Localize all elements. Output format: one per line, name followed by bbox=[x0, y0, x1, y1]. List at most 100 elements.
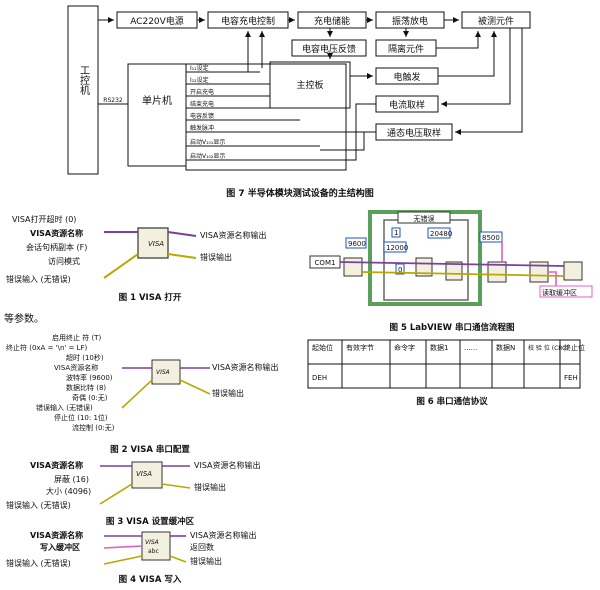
fig1-wire bbox=[167, 253, 197, 259]
table-header: 数据N bbox=[496, 343, 515, 352]
fig1-wire bbox=[167, 231, 197, 237]
fig7-caption: 图 7 半导体模块测试设备的主结构图 bbox=[226, 187, 374, 199]
signal-labels: I₁₁设定 I₁₂设定 开启充电 结束充电 电容反馈 触发脉冲 启动V₁₀₁显示… bbox=[190, 64, 225, 160]
ac-label: AC220V电源 bbox=[130, 15, 184, 27]
charge-store-label: 充电储能 bbox=[314, 15, 350, 27]
signal-label: 触发脉冲 bbox=[190, 124, 214, 132]
fig4-visa-node bbox=[141, 531, 171, 561]
mainboard-label: 主控板 bbox=[296, 79, 323, 91]
dut-label: 被测元件 bbox=[478, 15, 514, 27]
com-label: COM1 bbox=[315, 259, 336, 267]
table-header: 数据1 bbox=[430, 343, 448, 352]
figure-4-visa-write: VISA资源名称 写入缓冲区 错误输入 (无错误) VISA abc VISA资… bbox=[6, 530, 257, 585]
fig2-visa-node bbox=[151, 359, 181, 385]
figure-7-block-diagram bbox=[67, 5, 531, 175]
table-header: ...... bbox=[464, 344, 477, 352]
signal-label: I₁₂设定 bbox=[190, 76, 209, 84]
fig2-input: 启用终止 符 (T) bbox=[52, 333, 101, 342]
const-box bbox=[395, 263, 405, 275]
mainboard-box bbox=[269, 61, 351, 109]
signal-label: 启动V₁₀₁显示 bbox=[190, 138, 225, 146]
pc-box bbox=[67, 5, 99, 175]
dut-state-link bbox=[455, 28, 523, 135]
const-text: 9600 bbox=[348, 240, 366, 248]
signal-label: 电容反馈 bbox=[190, 112, 214, 120]
state-main-link bbox=[320, 131, 376, 151]
fig2-input: 停止位 (10: 1位) bbox=[54, 413, 108, 422]
fig2-input: 数据比特 (8) bbox=[66, 383, 106, 392]
fig4-caption: 图 4 VISA 写入 bbox=[119, 575, 182, 585]
trigger-dut-link bbox=[438, 31, 497, 77]
figure-6-protocol-table: 起始位 有效字节 命令字 数据1 ...... 数据N 校 验 位 (CRC) … bbox=[307, 339, 585, 407]
mcu-box bbox=[127, 63, 187, 167]
figure-2-serial-config: 启用终止 符 (T) 终止符 (0xA = '\n' = LF) 超时 (10秒… bbox=[6, 333, 279, 455]
fig2-output: 错误输出 bbox=[212, 388, 244, 398]
fig1-output: 错误输出 bbox=[200, 252, 232, 262]
fig3-input: 大小 (4096) bbox=[46, 486, 91, 496]
fig2-caption: 图 2 VISA 串口配置 bbox=[110, 444, 190, 455]
visa-node-close bbox=[563, 261, 583, 281]
fig2-input: 流控制 (0:无) bbox=[72, 423, 115, 432]
const-text: 1 bbox=[394, 229, 398, 237]
table-cell: DEH bbox=[312, 374, 327, 382]
signal-label: 结束充电 bbox=[190, 100, 214, 108]
figure-5-labview-flow: 无错误 COM1 9600 12000 20480 1 0 8500 读取缓冲区… bbox=[309, 210, 593, 333]
const-box bbox=[391, 227, 401, 238]
fig4-visa-glyph: VISA bbox=[145, 539, 159, 546]
fig4-wire bbox=[103, 555, 143, 565]
const-text: 0 bbox=[398, 266, 402, 274]
fig2-input: 波特率 (9600) bbox=[66, 373, 113, 382]
fig3-input: VISA资源名称 bbox=[30, 460, 83, 470]
signal-label: 开启充电 bbox=[190, 88, 214, 96]
fig1-output: VISA资源名称输出 bbox=[200, 230, 267, 240]
fig6-caption: 图 6 串口通信协议 bbox=[416, 396, 488, 407]
signal-label: I₁₁设定 bbox=[190, 64, 209, 72]
fig5-caption: 图 5 LabVIEW 串口通信流程图 bbox=[390, 322, 515, 333]
table-header: 终止位 bbox=[564, 343, 585, 352]
rs232-label: RS232 bbox=[103, 97, 123, 104]
state-sample-label: 通态电压取样 bbox=[387, 127, 441, 139]
signal-panel bbox=[185, 63, 347, 171]
fig2-input: 奇偶 (0:无) bbox=[72, 393, 108, 402]
visa-node-buffer bbox=[445, 261, 463, 281]
fig1-visa-node bbox=[137, 227, 169, 259]
iso-label: 隔离元件 bbox=[388, 43, 424, 55]
figure-3-set-buffer: VISA资源名称 屏蔽 (16) 大小 (4096) 错误输入 (无错误) VI… bbox=[6, 460, 261, 527]
dut-box bbox=[461, 11, 531, 29]
visa-node-write bbox=[487, 261, 507, 283]
fig5-wire bbox=[361, 271, 565, 277]
read-buffer-label: 读取缓冲区 bbox=[542, 288, 577, 297]
fig2-wire bbox=[179, 379, 211, 395]
const-text: 20480 bbox=[430, 230, 452, 238]
fig1-input: VISA打开超时 (0) bbox=[12, 214, 76, 224]
fig4-output: 返回数 bbox=[190, 542, 214, 552]
const-box bbox=[383, 241, 407, 253]
fig3-input: 错误输入 (无错误) bbox=[6, 500, 71, 510]
fig4-wire bbox=[169, 555, 187, 563]
const-box bbox=[345, 237, 367, 249]
fig4-abc-glyph: abc bbox=[148, 548, 159, 555]
paragraph-text: 等参数。 bbox=[4, 312, 44, 325]
fig2-input: 超时 (10秒) bbox=[66, 353, 104, 362]
signal-label: 启动V₁₀₂显示 bbox=[190, 152, 225, 160]
const-text: 12000 bbox=[386, 244, 408, 252]
const-box bbox=[427, 227, 451, 239]
fig2-input: VISA资源名称 bbox=[54, 363, 98, 372]
visa-node-config bbox=[415, 257, 433, 277]
fig2-visa-glyph: VISA bbox=[156, 369, 170, 376]
figure-7-labels: 工控机 单片机 RS232 AC220V电源 电容充电控制 充电储能 振荡放电 … bbox=[78, 15, 515, 199]
cap-fb-label: 电容电压反馈 bbox=[302, 43, 356, 55]
cap-ctrl-label: 电容充电控制 bbox=[221, 15, 275, 27]
fig1-input: 访问模式 bbox=[48, 256, 80, 266]
fig1-caption: 图 1 VISA 打开 bbox=[119, 292, 182, 303]
fig4-input: VISA资源名称 bbox=[30, 530, 83, 540]
figure-1-visa-open: VISA打开超时 (0) VISA资源名称 会话句柄副本 (F) 访问模式 错误… bbox=[6, 214, 267, 303]
fig3-wire bbox=[161, 483, 191, 489]
fig1-wire bbox=[103, 253, 139, 279]
fig2-output: VISA资源名称输出 bbox=[212, 362, 279, 372]
case-label: 无错误 bbox=[414, 214, 435, 223]
dut-current-link bbox=[441, 28, 511, 107]
pc-label: 工控机 bbox=[78, 65, 90, 96]
table-header: 校 验 位 (CRC) bbox=[528, 344, 569, 352]
